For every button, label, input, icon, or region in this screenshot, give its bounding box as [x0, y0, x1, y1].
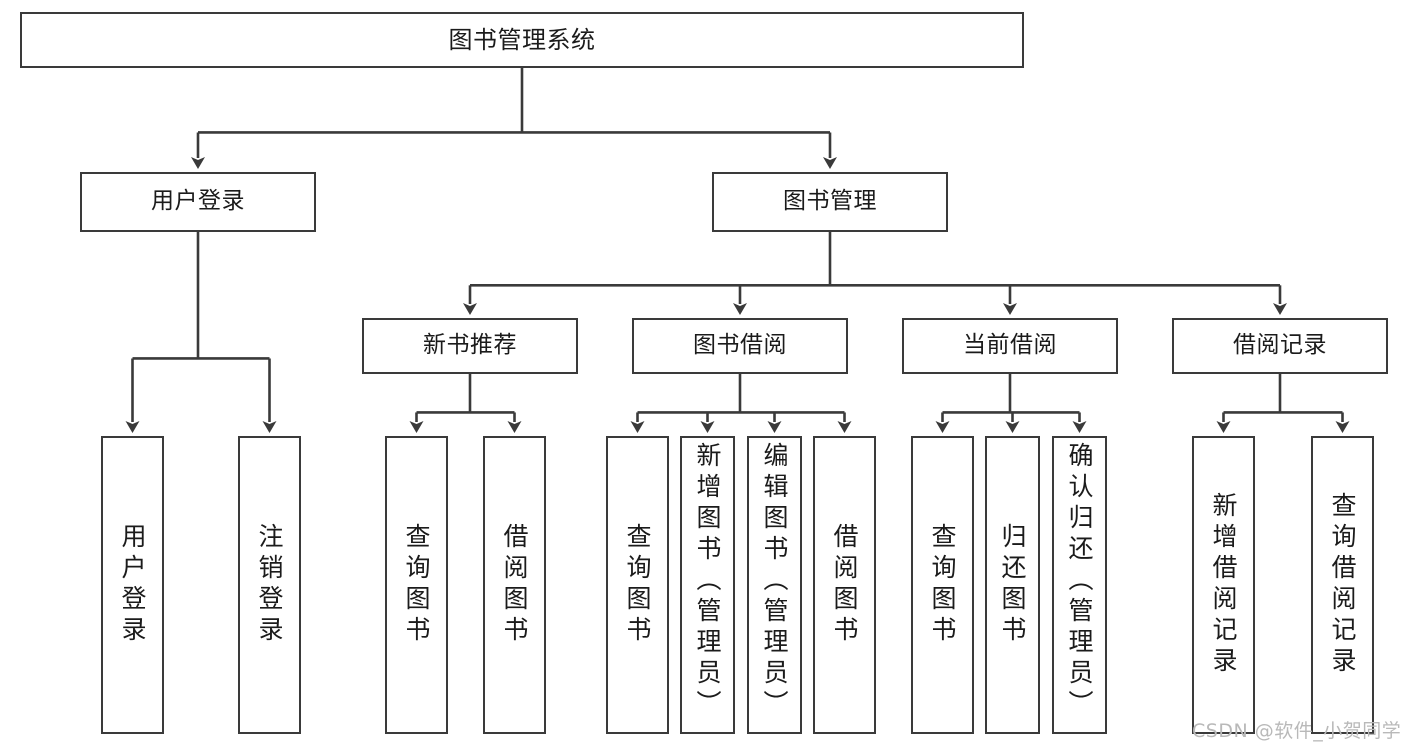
node-leaf-query-book-3-label: 查询图书: [928, 523, 957, 647]
node-leaf-query-book-3[interactable]: 查询图书: [911, 436, 974, 734]
node-borrow-record-label: 借阅记录: [1233, 332, 1327, 359]
node-leaf-query-book-2-label: 查询图书: [623, 523, 652, 647]
node-book-manage-label: 图书管理: [783, 188, 877, 215]
node-leaf-user-logout-label: 注销登录: [255, 523, 284, 647]
node-current-borrow[interactable]: 当前借阅: [902, 318, 1118, 374]
node-leaf-user-login[interactable]: 用户登录: [101, 436, 164, 734]
node-book-borrow[interactable]: 图书借阅: [632, 318, 848, 374]
node-root-label: 图书管理系统: [448, 25, 596, 54]
node-leaf-confirm-return-admin[interactable]: 确认归还（管理员）: [1052, 436, 1107, 734]
node-leaf-user-logout[interactable]: 注销登录: [238, 436, 301, 734]
node-new-book-rec-label: 新书推荐: [423, 332, 517, 359]
node-leaf-edit-book-admin-label: 编辑图书（管理员）: [760, 442, 789, 721]
node-leaf-query-book-2[interactable]: 查询图书: [606, 436, 669, 734]
csdn-watermark: CSDN @软件_小贺同学: [1192, 720, 1402, 742]
node-root[interactable]: 图书管理系统: [20, 12, 1024, 68]
node-leaf-return-book[interactable]: 归还图书: [985, 436, 1040, 734]
node-leaf-borrow-book-2-label: 借阅图书: [830, 523, 859, 647]
node-leaf-query-borrow-record-label: 查询借阅记录: [1328, 492, 1357, 678]
node-leaf-add-borrow-record-label: 新增借阅记录: [1209, 492, 1238, 678]
node-leaf-edit-book-admin[interactable]: 编辑图书（管理员）: [747, 436, 802, 734]
node-leaf-add-book-admin[interactable]: 新增图书（管理员）: [680, 436, 735, 734]
node-book-manage[interactable]: 图书管理: [712, 172, 948, 232]
node-current-borrow-label: 当前借阅: [963, 332, 1057, 359]
node-leaf-query-book-1[interactable]: 查询图书: [385, 436, 448, 734]
node-user-login[interactable]: 用户登录: [80, 172, 316, 232]
node-leaf-query-book-1-label: 查询图书: [402, 523, 431, 647]
node-leaf-confirm-return-admin-label: 确认归还（管理员）: [1065, 442, 1094, 721]
node-leaf-borrow-book-1-label: 借阅图书: [500, 523, 529, 647]
node-new-book-rec[interactable]: 新书推荐: [362, 318, 578, 374]
node-leaf-add-book-admin-label: 新增图书（管理员）: [693, 442, 722, 721]
node-borrow-record[interactable]: 借阅记录: [1172, 318, 1388, 374]
node-leaf-borrow-book-2[interactable]: 借阅图书: [813, 436, 876, 734]
node-leaf-add-borrow-record[interactable]: 新增借阅记录: [1192, 436, 1255, 734]
node-book-borrow-label: 图书借阅: [693, 332, 787, 359]
node-user-login-label: 用户登录: [151, 188, 245, 215]
node-leaf-query-borrow-record[interactable]: 查询借阅记录: [1311, 436, 1374, 734]
node-leaf-user-login-label: 用户登录: [118, 523, 147, 647]
node-leaf-return-book-label: 归还图书: [998, 523, 1027, 647]
node-leaf-borrow-book-1[interactable]: 借阅图书: [483, 436, 546, 734]
